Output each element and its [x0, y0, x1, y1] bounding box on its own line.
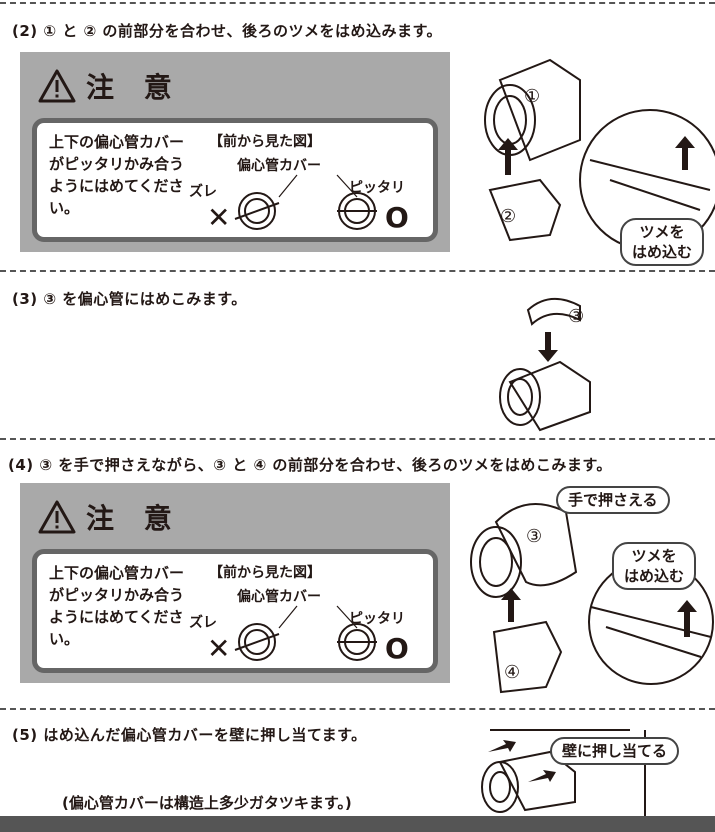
caution-panel-2: 注 意 上下の偏心管カバーがピッタリかみ合うようにはめてください。 【前から見た…: [20, 483, 450, 683]
warning-icon: [38, 69, 76, 103]
claw-callout-2-line1: ツメを: [631, 547, 677, 565]
divider-3: [0, 438, 715, 440]
aligned-label: ピッタリ: [349, 611, 405, 627]
divider-2: [0, 270, 715, 272]
caution-title: 注 意: [86, 71, 182, 104]
warning-icon: [38, 500, 76, 534]
bad-mark: ✕: [207, 201, 231, 234]
aligned-label: ピッタリ: [349, 180, 405, 196]
step3-illustration: ③: [499, 298, 591, 432]
step5-note: (偏心管カバーは構造上多少ガタツキます。): [62, 794, 352, 812]
step5-illustration: [481, 729, 646, 816]
claw-callout-1-line1: ツメを: [639, 223, 685, 241]
good-mark: O: [385, 201, 409, 234]
top-divider: [0, 2, 715, 4]
circle-3: ③: [568, 306, 584, 327]
misaligned-label: ズレ: [189, 615, 217, 631]
caution-panel-1: 注 意 上下の偏心管カバーがピッタリかみ合うようにはめてください。 【前から見た…: [20, 52, 450, 252]
alignment-diagram: [234, 174, 377, 230]
wall-callout: 壁に押し当てる: [550, 737, 680, 765]
front-view-label: 【前から見た図】: [209, 134, 321, 150]
cover-label: 偏心管カバー: [237, 158, 321, 174]
caution-header: 注 意: [38, 66, 182, 106]
misaligned-label: ズレ: [189, 184, 217, 200]
caution-text: 上下の偏心管カバーがピッタリかみ合うようにはめてください。: [49, 133, 185, 217]
caution-box: 上下の偏心管カバーがピッタリかみ合うようにはめてください。 【前から見た図】 偏…: [32, 118, 438, 242]
step4-illustration: ③ ④: [470, 503, 714, 694]
divider-4: [0, 708, 715, 710]
claw-callout-1: ツメを はめ込む: [620, 218, 705, 266]
caution-box: 上下の偏心管カバーがピッタリかみ合うようにはめてください。 【前から見た図】 偏…: [32, 549, 438, 673]
bad-mark: ✕: [207, 632, 231, 665]
caution-title: 注 意: [86, 502, 182, 535]
alignment-diagram: [234, 605, 377, 661]
caution-text: 上下の偏心管カバーがピッタリかみ合うようにはめてください。: [49, 564, 185, 648]
claw-callout-2: ツメを はめ込む: [612, 542, 697, 590]
bottom-bar: [0, 816, 715, 832]
good-mark: O: [385, 632, 409, 665]
circle-3: ③: [526, 526, 542, 547]
claw-callout-1-line2: はめ込む: [632, 243, 693, 261]
step2-instruction: (2) ① と ② の前部分を合わせ、後ろのツメをはめ込みます。: [12, 22, 442, 40]
caution-header: 注 意: [38, 497, 182, 537]
claw-callout-2-line2: はめ込む: [624, 567, 685, 585]
step4-instruction: (4) ③ を手で押さえながら、③ と ④ の前部分を合わせ、後ろのツメをはめこ…: [8, 456, 612, 474]
circle-4: ④: [504, 662, 520, 683]
front-view-label: 【前から見た図】: [209, 565, 321, 581]
hand-callout: 手で押さえる: [556, 486, 670, 514]
circle-2: ②: [500, 206, 516, 227]
cover-label: 偏心管カバー: [237, 589, 321, 605]
circle-1: ①: [524, 86, 540, 107]
step3-instruction: (3) ③ を偏心管にはめこみます。: [12, 290, 247, 308]
step5-instruction: (5) はめ込んだ偏心管カバーを壁に押し当てます。: [12, 726, 367, 744]
